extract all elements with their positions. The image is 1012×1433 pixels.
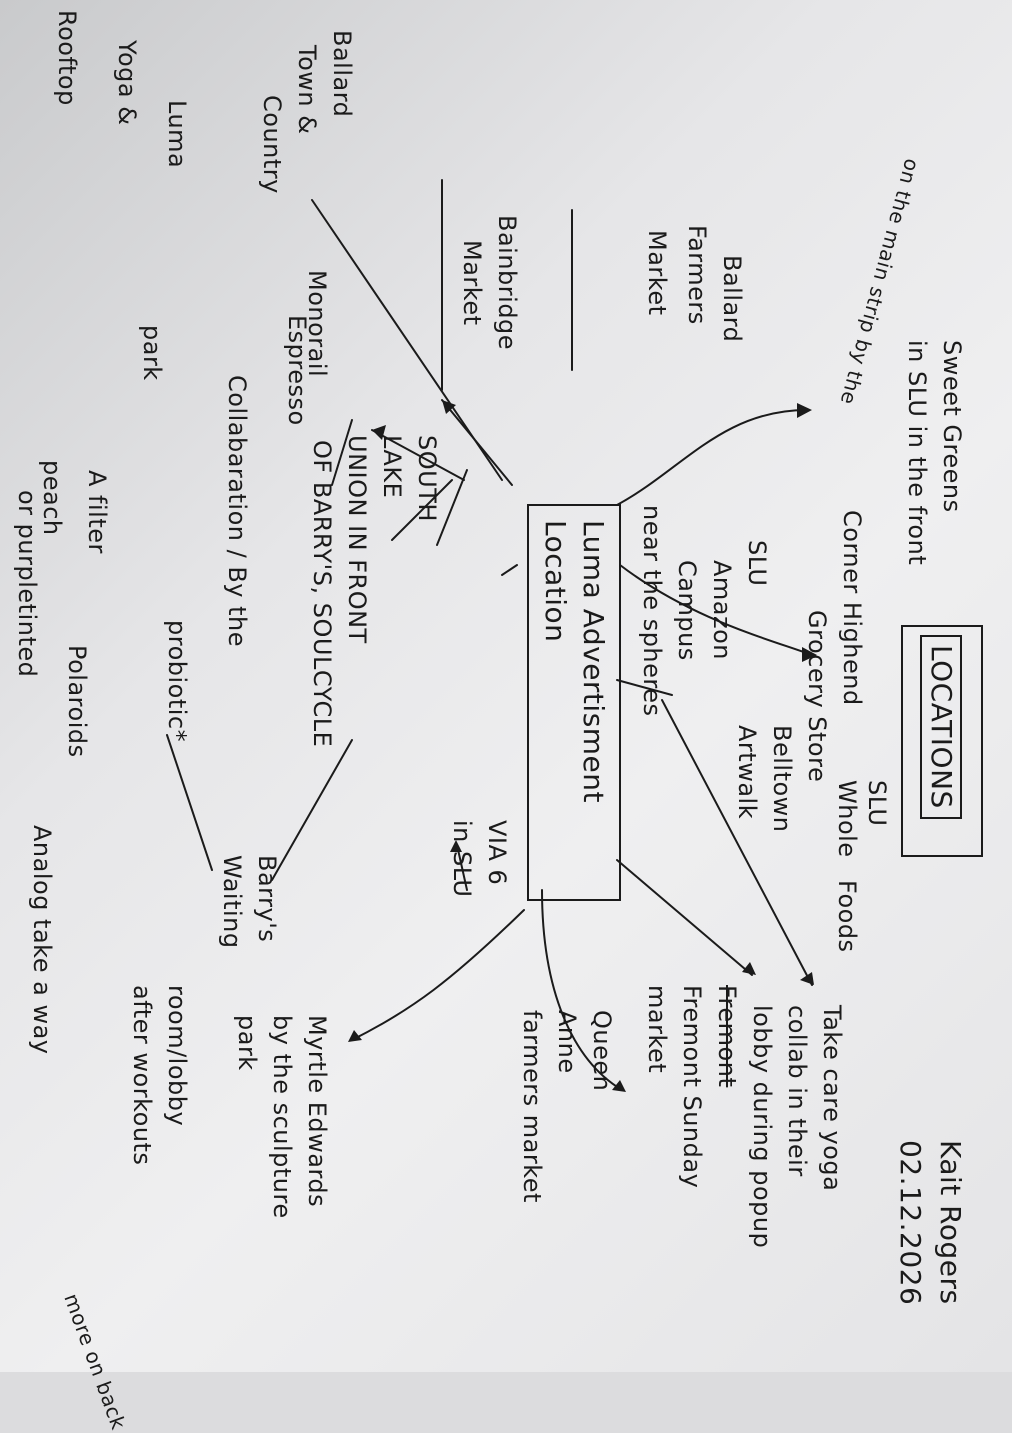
line-to-via [456, 844, 468, 891]
bainbridge-2: Market [458, 240, 486, 326]
myrtle-3: park [233, 1015, 261, 1071]
polaroids-title: Polaroids [63, 645, 91, 758]
rooftop-2: Yoga & [113, 40, 141, 126]
title-box [901, 625, 983, 857]
line-to-whole-foods [619, 564, 813, 656]
amazon-slu: SLU [743, 540, 771, 587]
rooftop-1: Rooftop [53, 10, 81, 106]
arrowhead-8 [372, 425, 386, 440]
slu-union-4: OF BARRY'S, SOULCYCLE [308, 440, 336, 748]
polaroids-purple: or purpletinted [13, 490, 41, 678]
center-line-2: Location [539, 520, 572, 643]
arrowheads [348, 400, 817, 1092]
line-to-sweet-greens [616, 409, 808, 506]
line-to-polaroids [166, 734, 213, 871]
take-care-3: lobby during popup [748, 1005, 776, 1249]
line-to-slu-union [501, 564, 518, 576]
bainbridge-1: Bainbridge [493, 215, 521, 351]
line-to-take-care [661, 699, 813, 986]
myrtle-1: Myrtle Edwards [303, 1015, 331, 1208]
ballard-farmers-1: Ballard [718, 255, 746, 343]
barrys-4: after workouts [128, 985, 156, 1166]
analog-note: Analog take a way [28, 825, 56, 1055]
amazon-spheres: near the spheres [638, 505, 666, 717]
ballard-town-3: Country [258, 95, 286, 194]
queen-anne-2: Anne [553, 1010, 581, 1074]
slu-union-1: SOUTH [413, 435, 441, 522]
arrowhead-2 [802, 647, 817, 662]
whole-foods-slu: SLU [863, 780, 891, 827]
arrowhead-5 [612, 1080, 626, 1092]
arrowhead-3 [800, 972, 814, 985]
line-to-fremont [616, 859, 753, 976]
amazon-campus: Campus [673, 560, 701, 661]
grocery-note: Grocery Store [803, 610, 831, 783]
fremont-crossed: Fremont [713, 985, 741, 1088]
line-to-ballard-town [311, 199, 503, 481]
sweet-greens-sub: in SLU in the front [903, 340, 931, 566]
via-1: VIA 6 [483, 820, 511, 886]
polaroids-filter: A filter [83, 470, 111, 554]
arrowhead-4 [742, 962, 756, 975]
center-box [527, 504, 621, 901]
ballard-town-1: Ballard [328, 30, 356, 118]
belltown-sub: Artwalk [733, 725, 761, 820]
locations-title: LOCATIONS [920, 635, 962, 819]
amazon-label: Amazon [708, 560, 736, 660]
fremont-market: market [643, 985, 671, 1074]
myrtle-2: by the sculpture [268, 1015, 296, 1219]
whole-foods-label: Whole [833, 780, 861, 858]
line-to-espresso-2 [371, 429, 465, 481]
line-to-queen-anne [541, 889, 623, 1091]
arrowhead-6 [348, 1030, 362, 1042]
rooftop-3: Luma [163, 100, 191, 169]
slu-union-3: UNION IN FRONT [343, 435, 371, 644]
line-to-myrtle [351, 909, 525, 1041]
line-to-espresso-3 [391, 479, 453, 541]
espresso-2: Collabaration / By the [223, 375, 251, 647]
slu-union-2: LAKE [378, 435, 406, 499]
barrys-2: Waiting [218, 855, 246, 949]
whole-foods-label-2: Foods [833, 880, 861, 953]
highend-note: Corner Highend [838, 510, 866, 706]
fremont-sunday: Fremont Sunday [678, 985, 706, 1189]
ballard-farmers-2: Farmers [683, 225, 711, 325]
via-2: in SLU [448, 820, 476, 898]
barrys-3: room/lobby [163, 985, 191, 1127]
espresso-3: park [138, 325, 166, 381]
queen-anne-3: farmers market [518, 1010, 546, 1203]
author-name: Kait Rogers [934, 1140, 967, 1305]
polaroids-probiotic: probiotic* [163, 620, 191, 743]
take-care-2: collab in their [783, 1005, 811, 1177]
line-to-monorail [331, 419, 353, 486]
connector-lines [166, 179, 983, 1092]
arrowhead-7 [450, 840, 462, 852]
line-to-belltown [616, 679, 673, 696]
belltown-title: Belltown [768, 725, 796, 833]
line-to-barrys [271, 739, 353, 881]
center-line-1: Luma Advertisment [577, 520, 610, 804]
ballard-farmers-3: Market [643, 230, 671, 316]
arrowhead-9 [442, 400, 456, 414]
take-care-1: Take care yoga [818, 1005, 846, 1192]
arrowhead-1 [797, 403, 812, 418]
barrys-1: Barry's [253, 855, 281, 943]
queen-anne-1: Queen [588, 1010, 616, 1092]
sweet-greens-title: Sweet Greens [938, 340, 966, 513]
date: 02.12.2026 [894, 1140, 927, 1306]
mind-map-sheet: LOCATIONS Kait Rogers 02.12.2026 more on… [13, 10, 983, 1433]
monorail-label: Monorail [303, 270, 331, 378]
line-to-espresso [436, 469, 468, 546]
ballard-town-2: Town & [293, 45, 321, 135]
